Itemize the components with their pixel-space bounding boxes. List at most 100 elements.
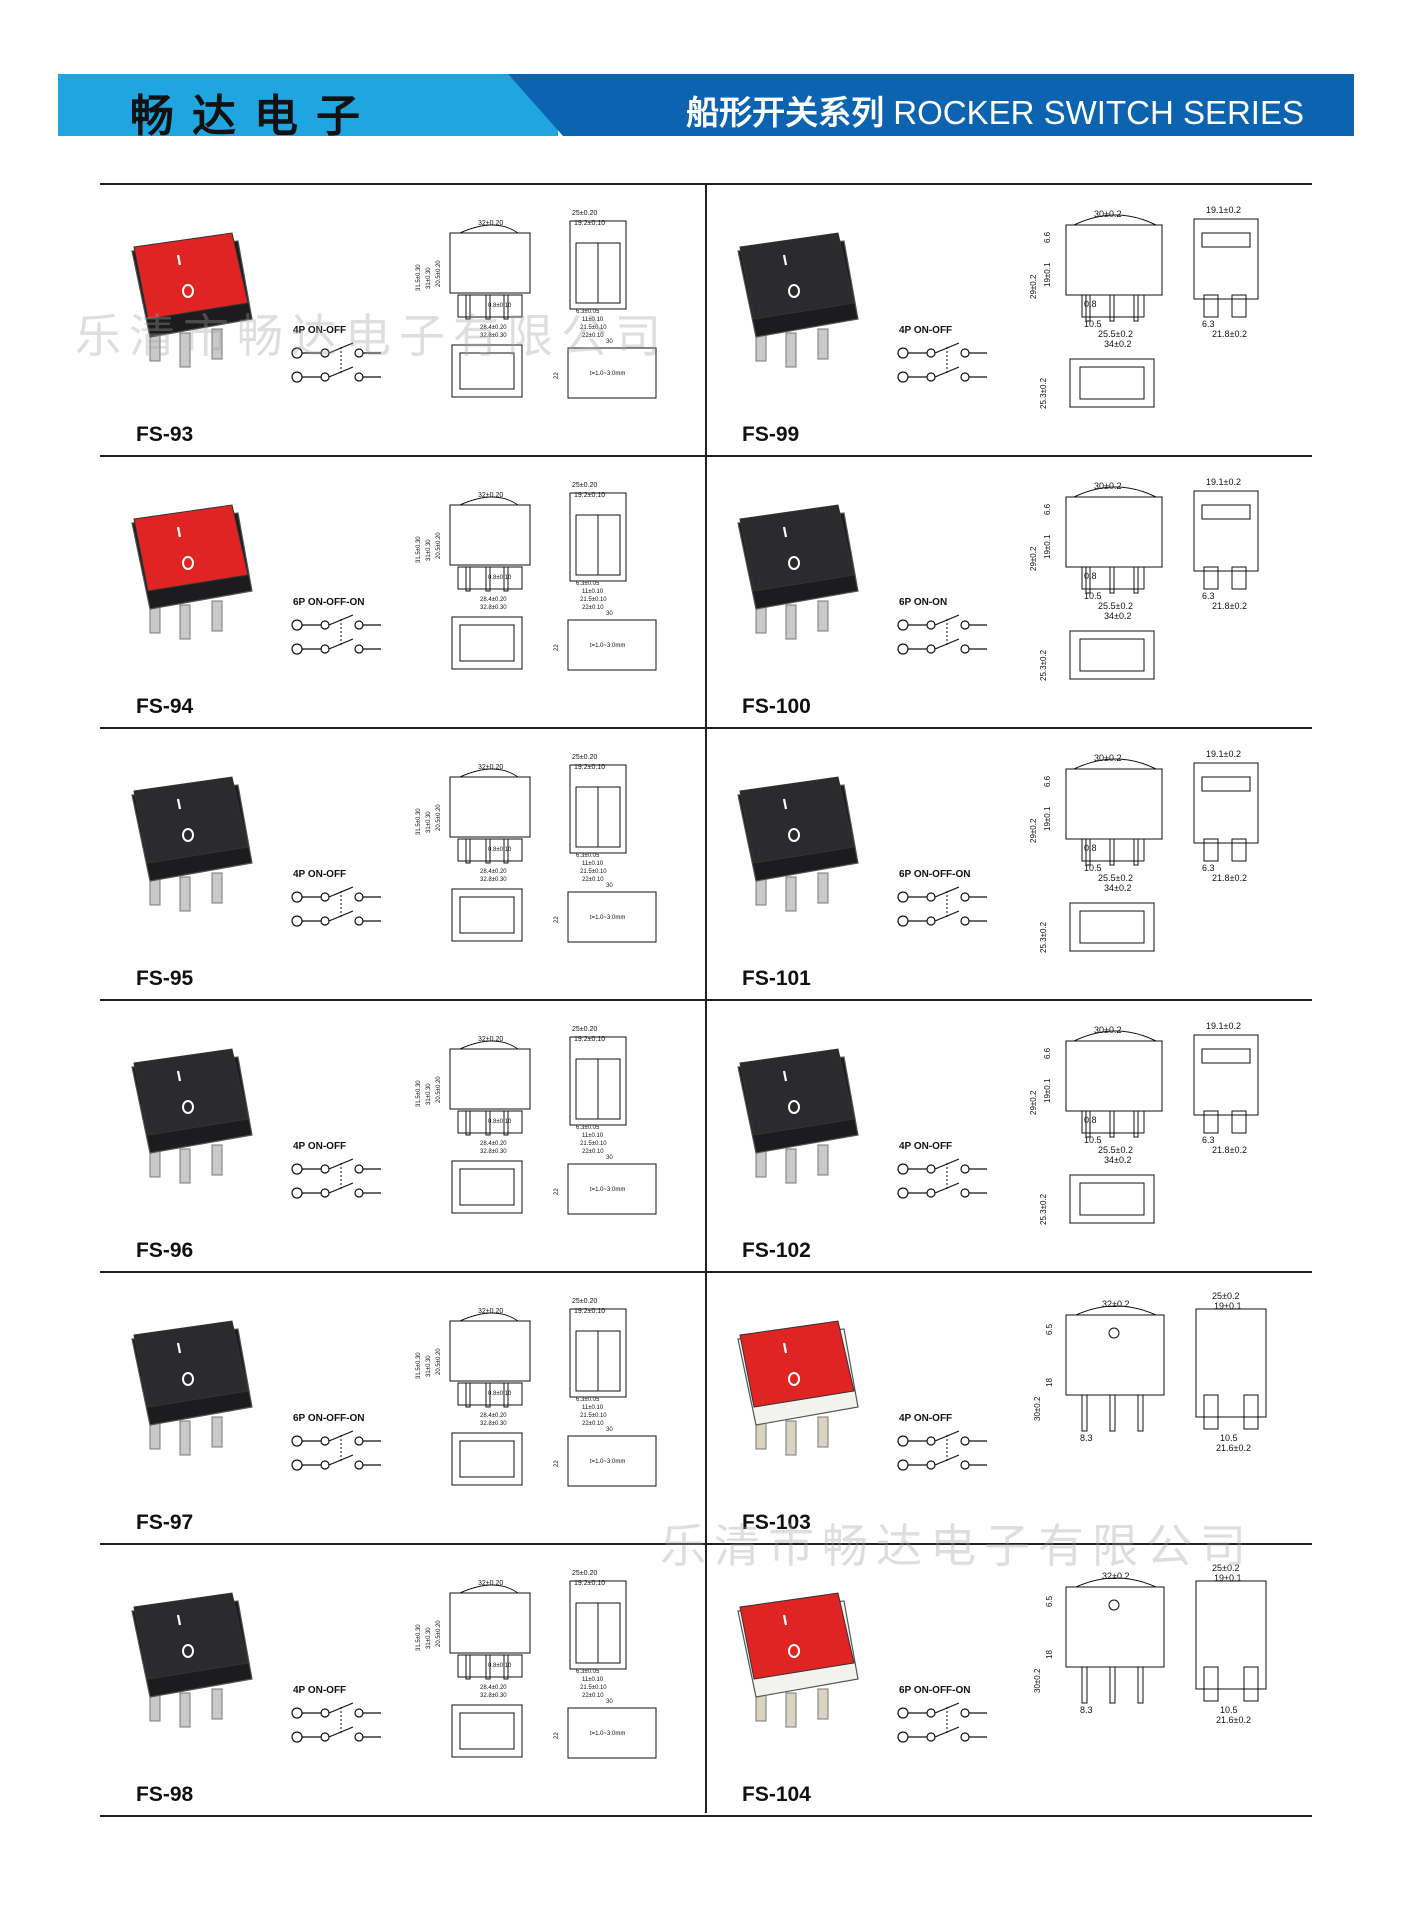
switch-photo — [737, 232, 859, 368]
dimension-label: 34±0.2 — [1104, 1155, 1131, 1165]
dimension-label: 6.3 — [1202, 863, 1215, 873]
circuit-diagram — [897, 1702, 987, 1743]
column-divider — [705, 183, 707, 1813]
circuit-type-label: 4P ON-OFF — [293, 869, 347, 880]
switch-photo — [737, 1592, 859, 1728]
dimension-label: t=1.0~3.0mm — [590, 915, 625, 921]
dimension-label: 6.3±0.05 — [576, 1669, 600, 1675]
dimension-label: 25.5±0.2 — [1098, 873, 1133, 883]
dimension-label: 19.2±0.10 — [574, 1308, 605, 1315]
dimension-label: t=1.0~3.0mm — [590, 643, 625, 649]
dimension-label: 30 — [606, 339, 613, 345]
dimension-label: 22±0.10 — [582, 877, 604, 883]
circuit-diagram — [291, 886, 381, 927]
switch-photo — [131, 1048, 253, 1184]
dimension-label: 32±0.20 — [478, 220, 503, 227]
dimension-label: 22 — [554, 1460, 560, 1467]
circuit-block: 4P ON-OFF — [285, 1685, 405, 1755]
product-photo — [726, 211, 866, 381]
dimension-label: 19.2±0.10 — [574, 1580, 605, 1587]
dimension-label: 31±0.30 — [426, 267, 432, 289]
dimension-label: 6.3±0.05 — [576, 1397, 600, 1403]
dimension-label: 31.5±0.30 — [416, 264, 422, 291]
dimension-label: 25±0.2 — [1212, 1563, 1239, 1573]
dimension-label: 10.5 — [1084, 863, 1102, 873]
row-divider — [100, 1815, 1312, 1817]
dimension-label: 21.8±0.2 — [1212, 601, 1247, 611]
circuit-diagram — [897, 886, 987, 927]
dimension-label: 25.5±0.2 — [1098, 1145, 1133, 1155]
series-title: 船形开关系列 ROCKER SWITCH SERIES — [686, 86, 1304, 134]
dimension-label: 19.1±0.2 — [1206, 1021, 1241, 1031]
dimension-label: 31.5±0.30 — [416, 808, 422, 835]
dimension-label: 0.8±0.10 — [488, 575, 512, 581]
dimension-label: 6.5 — [1045, 1595, 1054, 1607]
dimension-label: 30 — [606, 1699, 613, 1705]
dimension-label: 30 — [606, 611, 613, 617]
dimension-label: 31±0.30 — [426, 811, 432, 833]
product-photo — [120, 1027, 260, 1197]
dimension-label: 31.5±0.30 — [416, 1080, 422, 1107]
dimension-label: 18 — [1045, 1378, 1054, 1387]
dimension-label: 11±0.10 — [582, 861, 604, 867]
dimension-label: 30 — [606, 1427, 613, 1433]
dimension-label: 8.3 — [1080, 1433, 1093, 1443]
circuit-diagram — [897, 342, 987, 383]
switch-photo — [131, 1592, 253, 1728]
dimension-label: 31±0.30 — [426, 1083, 432, 1105]
header-left-band: 畅达电子 — [58, 74, 558, 142]
switch-photo — [131, 776, 253, 912]
model-number: FS-95 — [136, 967, 194, 990]
dimension-label: 21.5±0.10 — [580, 597, 607, 603]
product-photo — [120, 1299, 260, 1469]
dimension-label: 30±0.2 — [1033, 1396, 1042, 1421]
dimension-label: 32±0.20 — [478, 1580, 503, 1587]
model-number: FS-93 — [136, 423, 194, 446]
dimension-label: 21.5±0.10 — [580, 1413, 607, 1419]
dimension-label: 0.8±0.10 — [488, 303, 512, 309]
dimension-label: 10.5 — [1084, 319, 1102, 329]
dimension-label: 6.3 — [1202, 591, 1215, 601]
circuit-type-label: 6P ON-ON — [899, 597, 948, 608]
dimension-label: 21.5±0.10 — [580, 1141, 607, 1147]
circuit-type-label: 6P ON-OFF-ON — [293, 1413, 365, 1424]
dimension-label: 25±0.20 — [572, 754, 597, 761]
model-number: FS-97 — [136, 1511, 194, 1534]
dimension-label: 19.2±0.10 — [574, 492, 605, 499]
dimension-label: 31±0.30 — [426, 1355, 432, 1377]
model-number: FS-99 — [742, 423, 800, 446]
dimension-label: 25±0.20 — [572, 210, 597, 217]
dimension-label: 22 — [554, 372, 560, 379]
dimension-label: 21.8±0.2 — [1212, 1145, 1247, 1155]
dimension-label: 32.8±0.30 — [480, 605, 507, 611]
dimension-label: 11±0.10 — [582, 1133, 604, 1139]
circuit-type-label: 6P ON-OFF-ON — [899, 1685, 971, 1696]
circuit-diagram — [291, 1158, 381, 1199]
dimension-label: 21.6±0.2 — [1216, 1443, 1251, 1453]
dimension-label: 34±0.2 — [1104, 339, 1131, 349]
dimension-label: 20.5±0.20 — [436, 260, 442, 287]
dimension-label: 11±0.10 — [582, 589, 604, 595]
switch-photo — [131, 1320, 253, 1456]
dimension-label: 19.1±0.2 — [1206, 477, 1241, 487]
dimension-label: 0.8 — [1084, 843, 1097, 853]
dimension-label: 19±0.1 — [1043, 262, 1052, 287]
dimension-label: 22 — [554, 916, 560, 923]
dimension-label: 6.3±0.05 — [576, 581, 600, 587]
dimension-label: 32±0.2 — [1102, 1571, 1129, 1581]
dimension-label: 30±0.2 — [1094, 1025, 1121, 1035]
row-divider — [100, 1543, 1312, 1545]
dimension-label: 31±0.30 — [426, 539, 432, 561]
dimension-label: 19.2±0.10 — [574, 1036, 605, 1043]
dimension-label: 19±0.1 — [1043, 806, 1052, 831]
dimension-label: 25±0.20 — [572, 482, 597, 489]
dimension-label: 19±0.1 — [1214, 1301, 1241, 1311]
dimension-label: 22±0.10 — [582, 605, 604, 611]
